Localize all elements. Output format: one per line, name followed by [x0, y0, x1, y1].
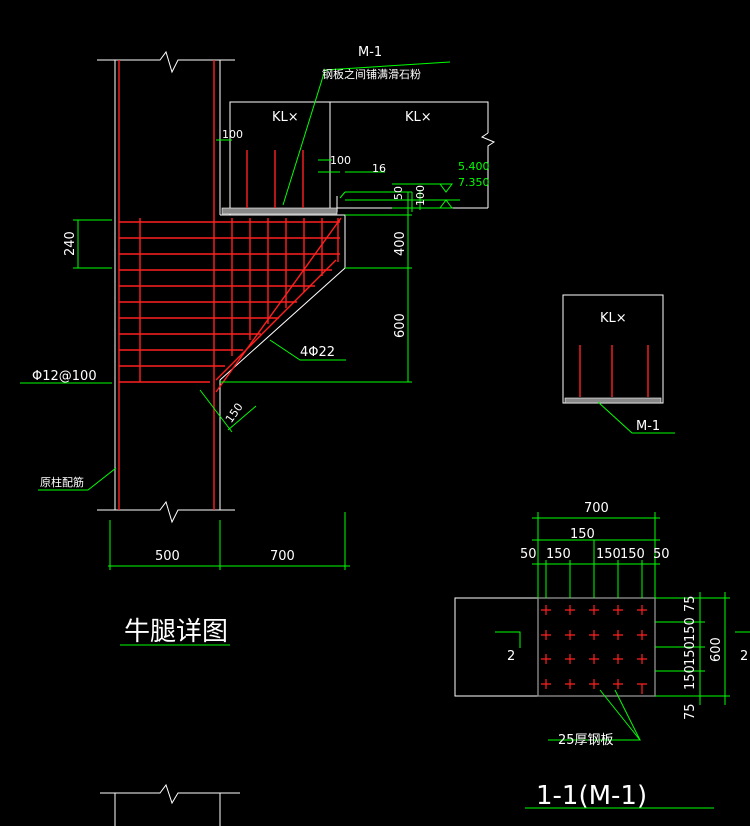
label-phi12: Φ12@100: [32, 369, 97, 384]
elev-bottom: 7.350: [458, 176, 490, 189]
label-4phi22: 4Φ22: [300, 345, 335, 360]
corbel-rebar-grid: [119, 217, 342, 393]
section-dimensions: [495, 512, 750, 741]
dim-50: 50: [392, 186, 405, 200]
sec-dim-50-right: 50: [653, 547, 670, 562]
sec-dim-75-bottom: 75: [683, 703, 698, 720]
column-stub-bottom: [100, 783, 240, 826]
beam-section: KL× M-1: [562, 294, 675, 434]
dim-16: 16: [372, 162, 386, 175]
dim-500: 500: [155, 549, 180, 564]
sec-dim-50-left: 50: [520, 547, 537, 562]
sec-dim-600: 600: [709, 637, 724, 662]
label-plate-25: 25厚钢板: [558, 733, 614, 748]
sec-dim-150-v2: 150: [683, 641, 698, 666]
label-klx-right: KL×: [405, 110, 432, 125]
sec-dim-150-v3: 150: [683, 665, 698, 690]
column-outline: [97, 50, 235, 524]
sec-dim-150-c: 150: [620, 547, 645, 562]
sec-dim-150-top: 150: [570, 527, 595, 542]
title-section: 1-1(M-1): [536, 781, 647, 811]
label-col-rebar: 原柱配筋: [40, 475, 84, 489]
label-klx-left: KL×: [272, 110, 299, 125]
dim-600: 600: [393, 313, 408, 338]
dim-150-diag: 150: [223, 401, 246, 426]
column-rebar: [118, 60, 215, 510]
label-m1-note: 钢板之间铺满滑石粉: [322, 67, 421, 81]
dim-700: 700: [270, 549, 295, 564]
corbel-detail: M-1 钢板之间铺满滑石粉 KL× KL× 100 100 16 5.400 7…: [20, 45, 496, 647]
sec-dim-700: 700: [584, 501, 609, 516]
label-m1-top: M-1: [358, 45, 382, 60]
title-corbel-detail: 牛腿详图: [124, 617, 228, 647]
leader-lines: [20, 61, 451, 491]
elev-top: 5.400: [458, 160, 490, 173]
dim-240: 240: [63, 231, 78, 256]
beam-rebar: [246, 150, 304, 208]
sec-dim-150-a: 150: [546, 547, 571, 562]
sec-dim-150-b: 150: [596, 547, 621, 562]
section-1-1: 700 150 50 150 150 150 50 75 150 150 150…: [454, 501, 750, 811]
sec-dim-75-top: 75: [683, 595, 698, 612]
dimension-lines: [73, 139, 460, 570]
dim-400: 400: [393, 231, 408, 256]
steel-plate-25: [537, 597, 656, 697]
label-m1-section: M-1: [636, 419, 660, 434]
dim-100-a: 100: [222, 128, 243, 141]
sec-mark-2-right: 2: [740, 649, 748, 664]
dim-100-v: 100: [414, 185, 427, 206]
beam-outline: [229, 101, 496, 215]
sec-mark-2-left: 2: [507, 649, 515, 664]
rebar-crosses: [541, 605, 647, 694]
steel-plate-m1: [221, 207, 338, 215]
label-klx-section: KL×: [600, 311, 627, 326]
sec-dim-150-v1: 150: [683, 617, 698, 642]
dim-100-b: 100: [330, 154, 351, 167]
corbel-outline: [219, 214, 346, 381]
